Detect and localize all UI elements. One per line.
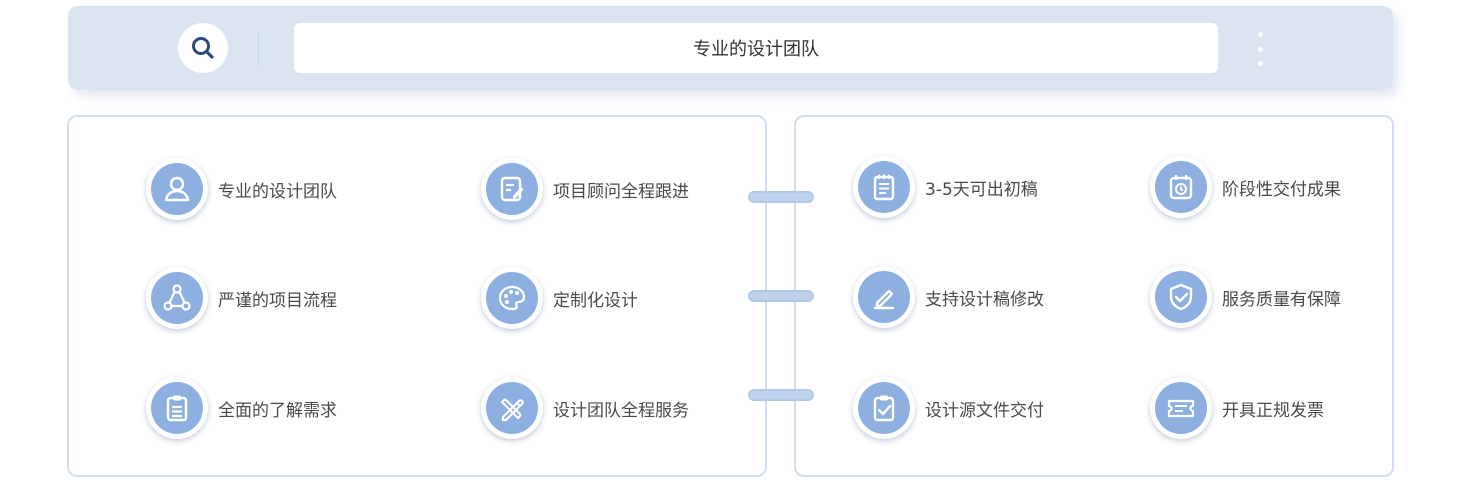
clipboard-icon [166,395,188,422]
search-icon [192,37,214,59]
binder-ring [748,389,814,401]
feature-label: 支持设计稿修改 [925,289,1044,310]
palette-icon [498,285,526,311]
feature-label: 服务质量有保障 [1222,289,1341,310]
notepad-icon [873,174,895,201]
feature-item: 专业的设计团队 [146,158,337,220]
search-button[interactable] [178,23,228,73]
feature-label: 阶段性交付成果 [1222,179,1341,200]
feature-item: 全面的了解需求 [146,377,337,439]
header-divider [258,31,259,67]
feature-label: 设计源文件交付 [925,400,1044,421]
feature-label: 3-5天可出初稿 [925,179,1038,200]
calendar-clock-icon [1169,175,1193,200]
edit-document-icon [500,176,524,202]
feature-label: 全面的了解需求 [218,400,337,421]
feature-item: 支持设计稿修改 [853,266,1044,328]
feature-label: 设计团队全程服务 [553,400,689,421]
feature-item: 项目顾问全程跟进 [481,158,689,220]
clipboard-check-icon [873,395,895,422]
feature-item: 设计团队全程服务 [481,377,689,439]
feature-item: 定制化设计 [481,267,638,329]
feature-label: 定制化设计 [553,290,638,311]
user-icon [164,176,190,202]
search-input[interactable]: 专业的设计团队 [294,23,1218,73]
feature-label: 项目顾问全程跟进 [553,181,689,202]
shield-check-icon [1169,283,1193,311]
binder-ring [748,191,814,203]
binder-ring [748,290,814,302]
feature-item: 阶段性交付成果 [1150,156,1341,218]
pencil-icon [873,289,895,310]
feature-item: 设计源文件交付 [853,377,1044,439]
workflow-icon [163,284,191,311]
more-options-icon[interactable] [1254,32,1266,66]
feature-label: 开具正规发票 [1222,400,1324,421]
header-search-bar: 专业的设计团队 [68,6,1393,90]
feature-item: 开具正规发票 [1150,377,1324,439]
feature-label: 专业的设计团队 [218,181,337,202]
feature-item: 服务质量有保障 [1150,266,1341,328]
feature-item: 严谨的项目流程 [146,267,337,329]
feature-label: 严谨的项目流程 [218,290,337,311]
ticket-icon [1167,399,1195,418]
feature-item: 3-5天可出初稿 [853,156,1038,218]
design-tools-icon [501,398,524,422]
